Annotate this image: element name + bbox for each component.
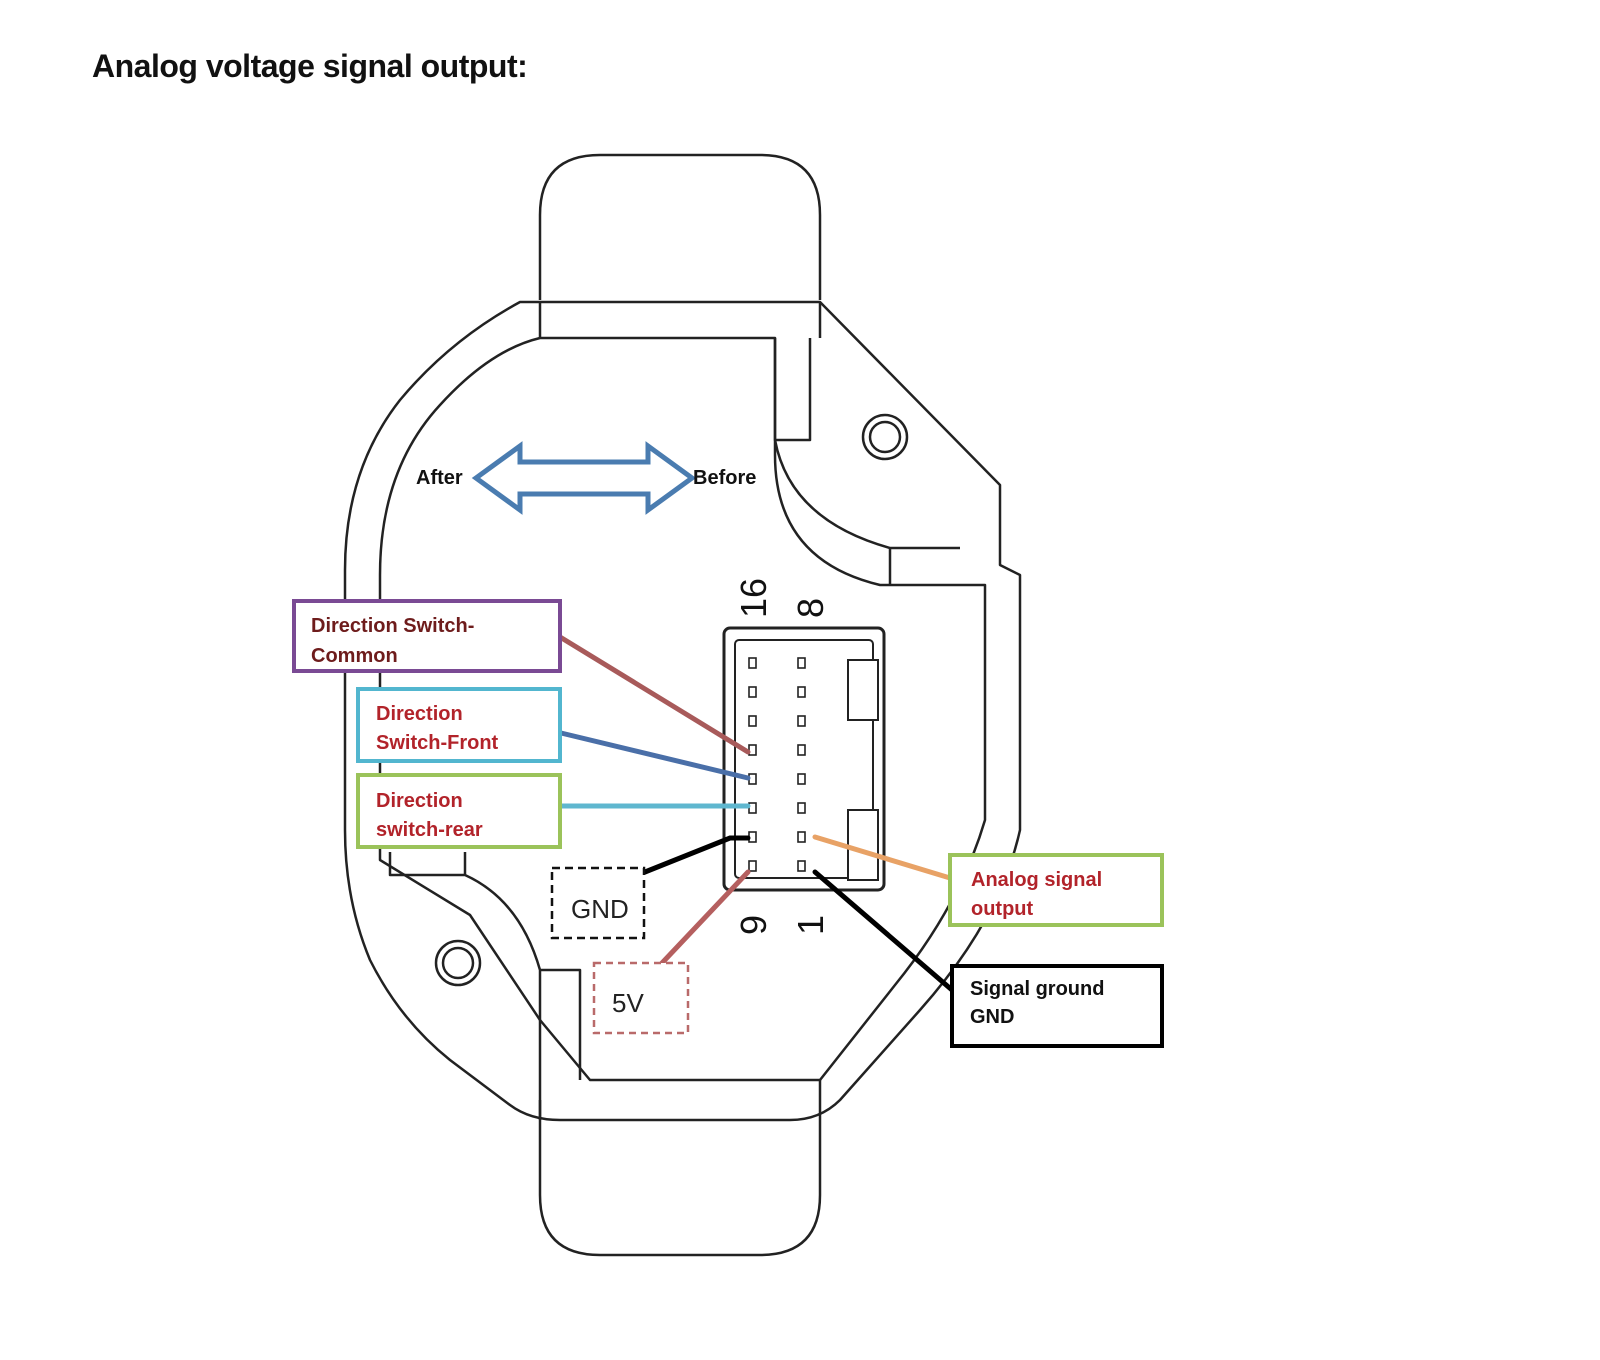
callout-analog-box [948,853,1164,927]
connector-pin [797,686,806,698]
callout-analog-line1: Analog signal [971,869,1102,891]
callout-signal-ground-line2: GND [970,1006,1014,1028]
direction-before-label: Before [693,467,756,489]
connector-pin [797,831,806,843]
callout-5v-text: 5V [612,988,644,1018]
screw-hole-bottom-left-inner [441,946,475,980]
wire-common [557,634,751,755]
screw-hole-bottom-left [434,939,482,987]
wire-analog [812,834,953,881]
connector-pin [797,773,806,785]
bottom-strap [538,1100,822,1257]
callout-gnd-text: GND [571,894,629,924]
callout-rear-line1: Direction [376,790,463,812]
diagram-title: Analog voltage signal output: [92,48,528,84]
connector-latch-bottom [847,809,879,881]
callout-front-box [356,687,562,763]
connector-latch-top [847,659,879,721]
connector-pin [748,715,757,727]
wire-5v [659,869,751,966]
connector-pin [797,802,806,814]
callout-common-box [292,599,562,673]
callout-gnd-box [550,866,646,940]
connector-inner [734,639,874,879]
top-neck [538,302,822,338]
wire-signal-ground [812,869,955,993]
callout-signal-ground-box [950,964,1164,1048]
left-bottom-channel [388,852,582,1080]
connector-pin [797,744,806,756]
connector-pin [748,657,757,669]
direction-arrow-icon [471,441,697,515]
pin-number-8: 8 [790,598,831,618]
callout-signal-ground-line1: Signal ground [970,978,1104,1000]
connector-pins [748,657,806,872]
callout-common-line1: Direction Switch- [311,615,474,637]
connector-pin [748,744,757,756]
top-strap [538,153,822,300]
connector-pin [748,802,757,814]
callout-common-line2: Common [311,645,398,667]
wire-gnd [642,835,751,875]
callout-5v-box [592,961,690,1035]
callout-front-line1: Direction [376,703,463,725]
connector-pin [748,860,757,872]
connector-pin [797,715,806,727]
screw-hole-top-right-inner [868,420,902,454]
pin-number-1: 1 [790,915,831,935]
wire-front [558,730,751,781]
direction-after-label: After [416,467,463,489]
pin-number-16: 16 [733,578,774,618]
connector-pin [797,860,806,872]
connector-pin [748,686,757,698]
connector-pin [797,657,806,669]
bottom-neck [538,1080,822,1120]
callout-front-line2: Switch-Front [376,732,499,754]
screw-hole-top-right [861,413,909,461]
callout-rear-line2: switch-rear [376,819,483,841]
callout-analog-line2: output [971,898,1034,920]
callout-rear-box [356,773,562,849]
device-inner-outline [378,336,987,1082]
right-channel [773,338,960,585]
pin-number-9: 9 [733,915,774,935]
